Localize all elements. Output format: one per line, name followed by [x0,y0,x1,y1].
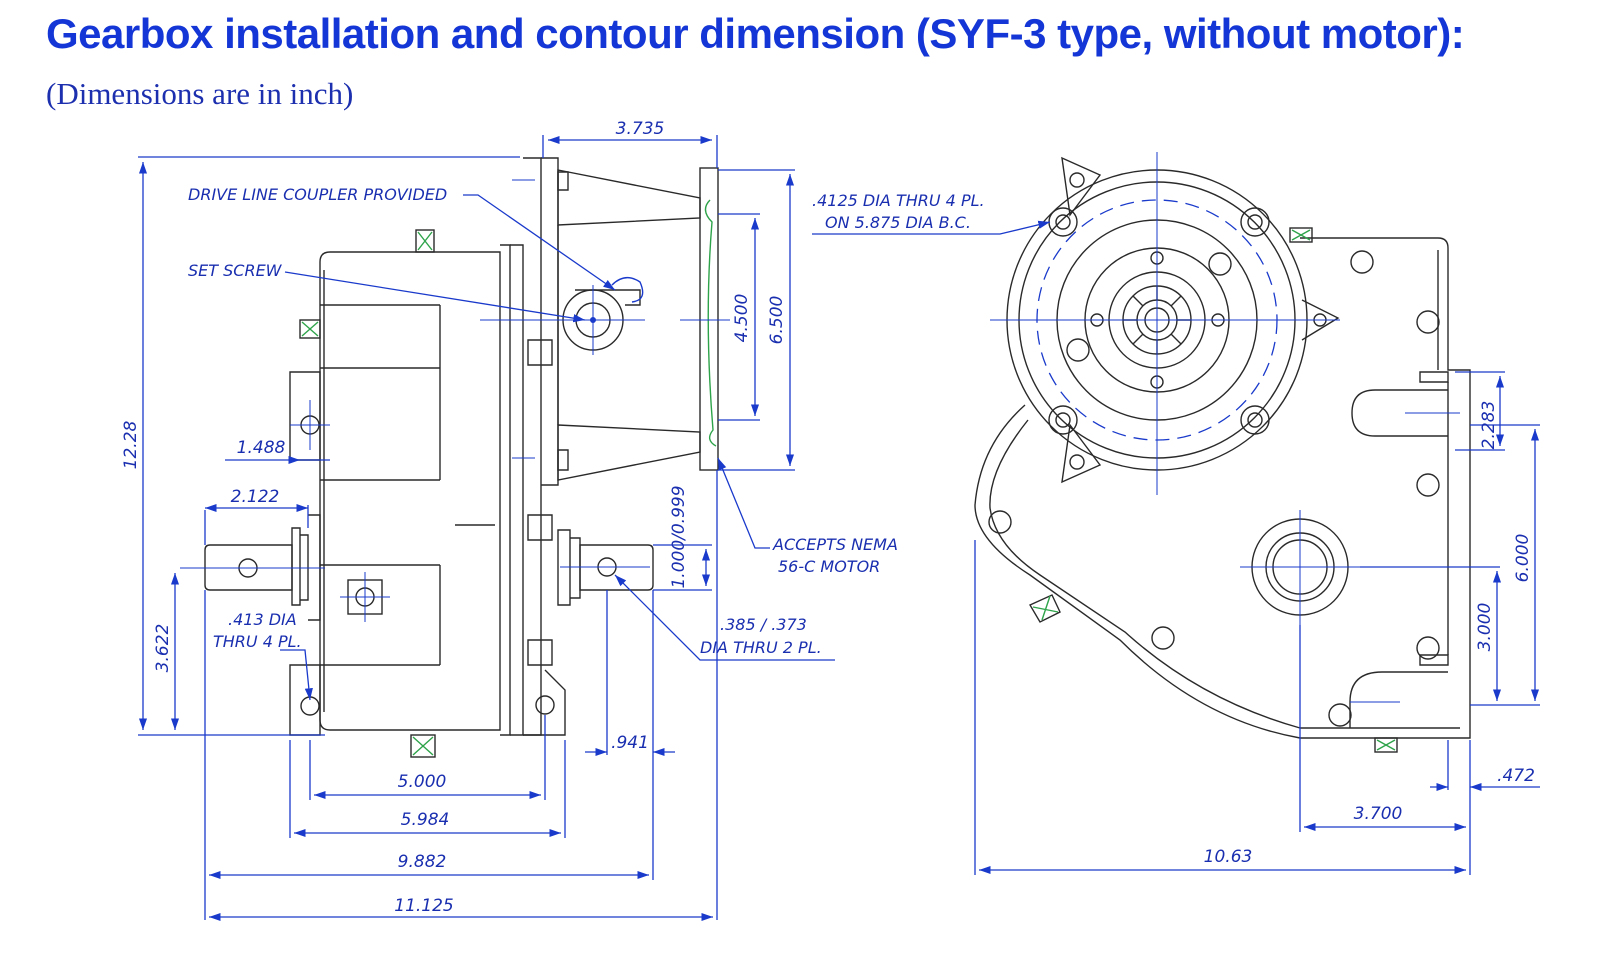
note-nema-line1: ACCEPTS NEMA [772,535,898,554]
dim-1228: 12.28 [121,420,141,469]
dim-3000: 3.000 [1475,603,1495,652]
dim-11125: 11.125 [394,896,453,916]
dim-472: .472 [1497,766,1535,786]
note-set-screw: SET SCREW [188,261,283,280]
note-bolt-circle-line2: ON 5.875 DIA B.C. [825,213,971,232]
dim-5000: 5.000 [398,772,447,792]
dim-6500: 6.500 [767,296,787,345]
dim-941: .941 [611,733,649,753]
note-drive-line-coupler: DRIVE LINE COUPLER PROVIDED [188,185,447,204]
side-view: 3.735 12.28 1.488 2.122 3.622 4.500 6.50… [121,119,898,922]
dim-1000-0999: 1.000/0.999 [669,485,689,588]
units-note: (Dimensions are in inch) [46,76,354,111]
note-hole-385-line1: .385 / .373 [720,615,807,634]
dim-1063: 10.63 [1204,847,1253,867]
dim-3622: 3.622 [153,624,173,673]
dim-4500: 4.500 [732,294,752,343]
dim-5984: 5.984 [401,810,450,830]
note-hole-385-line2: DIA THRU 2 PL. [700,638,822,657]
note-hole-413-line1: .413 DIA [228,610,297,629]
dim-9882: 9.882 [398,852,447,872]
dim-6000: 6.000 [1513,534,1533,583]
dim-3735: 3.735 [616,119,665,139]
dim-2122: 2.122 [231,487,280,507]
note-nema-line2: 56-C MOTOR [778,557,880,576]
note-hole-413-line2: THRU 4 PL. [213,632,302,651]
note-bolt-circle-line1: .4125 DIA THRU 4 PL. [812,191,985,210]
dim-1488: 1.488 [237,438,286,458]
front-view: 2.283 6.000 3.000 .472 3.700 10.63 .4125… [812,152,1540,875]
dim-2283: 2.283 [1479,401,1499,450]
drawing-title: Gearbox installation and contour dimensi… [46,10,1465,57]
dim-3700: 3.700 [1354,804,1403,824]
